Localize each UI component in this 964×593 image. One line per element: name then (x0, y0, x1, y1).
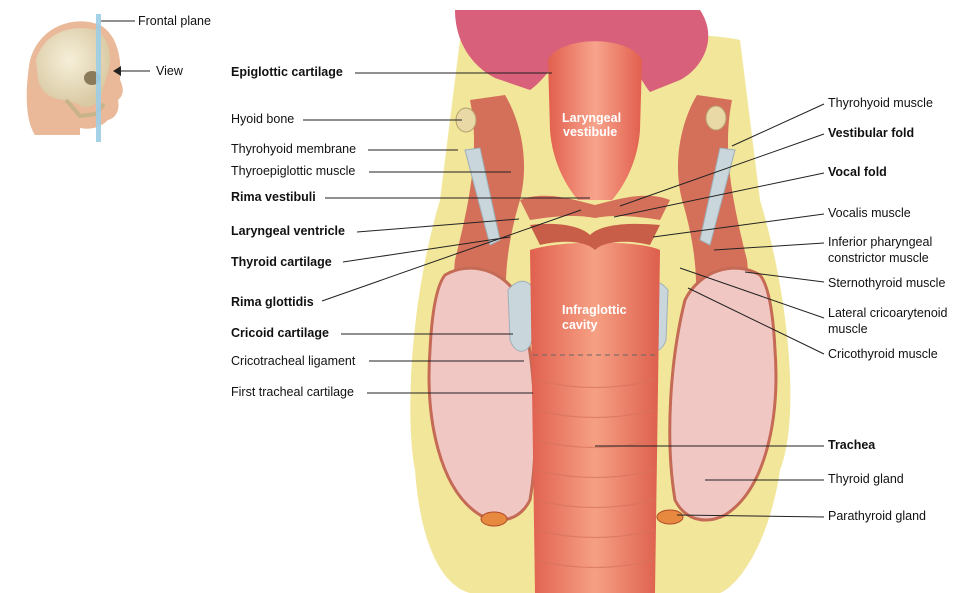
label-vestibular-fold: Vestibular fold (828, 126, 915, 140)
right-thyroid-lobe (668, 266, 778, 522)
label-parathyroid-gland: Parathyroid gland (828, 509, 926, 523)
vestibule-label-1: Laryngeal (562, 111, 622, 125)
vocal-folds (530, 223, 660, 250)
right-hyoid (705, 105, 727, 131)
label-cricotracheal-ligament: Cricotracheal ligament (231, 354, 356, 368)
label-inferior-pharyngeal-2: constrictor muscle (828, 251, 929, 265)
label-vocal-fold: Vocal fold (828, 165, 887, 179)
label-epiglottic-cartilage: Epiglottic cartilage (231, 65, 343, 79)
tracheal-rings (534, 379, 656, 569)
label-sternothyroid-muscle: Sternothyroid muscle (828, 276, 946, 290)
infraglottic-label-1: Infraglottic (562, 303, 627, 317)
label-thyroid-gland: Thyroid gland (828, 472, 904, 486)
vestibule-label-2: vestibule (563, 125, 618, 139)
label-rima-glottidis: Rima glottidis (231, 295, 314, 309)
label-thyrohyoid-muscle: Thyrohyoid muscle (828, 96, 933, 110)
label-inferior-pharyngeal-1: Inferior pharyngeal (828, 235, 933, 249)
view-arrow-icon (113, 66, 121, 76)
label-vocalis-muscle: Vocalis muscle (828, 206, 911, 220)
right-parathyroid (656, 509, 684, 525)
label-rima-vestibuli: Rima vestibuli (231, 190, 316, 204)
frontal-plane-label: Frontal plane (138, 14, 211, 28)
label-trachea: Trachea (828, 438, 876, 452)
label-lateral-cricoarytenoid-2: muscle (828, 322, 868, 336)
head-inset (26, 14, 123, 142)
right-thyroid-cartilage (699, 147, 736, 246)
pharynx-top (455, 10, 709, 92)
leader-lines (101, 20, 825, 518)
label-thyrohyoid-membrane: Thyrohyoid membrane (231, 142, 357, 156)
label-cricoid-cartilage: Cricoid cartilage (231, 326, 329, 340)
left-parathyroid (480, 511, 508, 527)
view-label: View (156, 64, 183, 78)
label-thyroid-cartilage: Thyroid cartilage (231, 255, 332, 269)
label-thyroepiglottic-muscle: Thyroepiglottic muscle (231, 164, 356, 178)
skull (36, 28, 110, 108)
label-lateral-cricoarytenoid-1: Lateral cricoarytenoid (828, 306, 948, 320)
label-cricothyroid-muscle: Cricothyroid muscle (828, 347, 938, 361)
label-first-tracheal-cartilage: First tracheal cartilage (231, 385, 354, 399)
frontal-plane (96, 14, 101, 142)
infraglottic-label-2: cavity (562, 318, 598, 332)
label-hyoid-bone: Hyoid bone (231, 112, 295, 126)
laryngeal-vestibule (548, 41, 642, 200)
label-laryngeal-ventricle: Laryngeal ventricle (231, 224, 345, 238)
